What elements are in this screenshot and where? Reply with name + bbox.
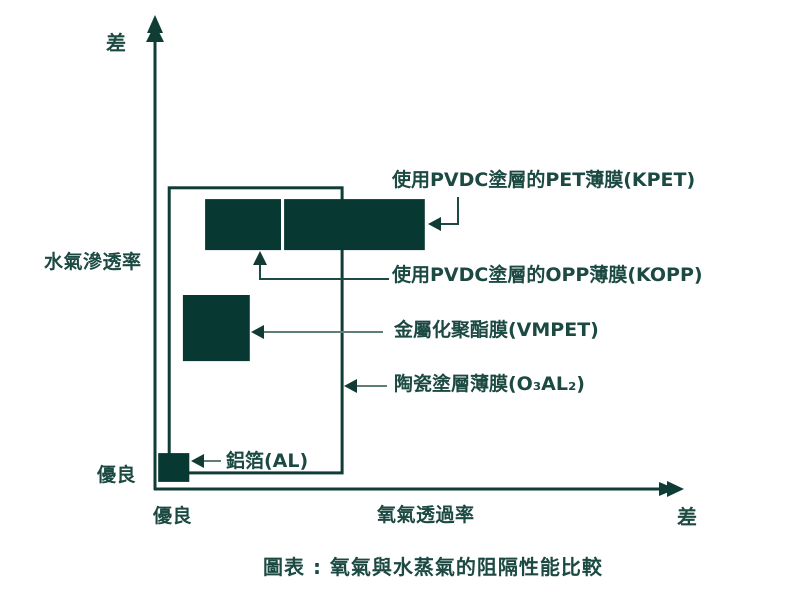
region-al xyxy=(158,453,190,482)
kopp-arrow-icon xyxy=(253,251,267,265)
region-o3al2 xyxy=(167,186,344,475)
material-regions xyxy=(158,186,425,482)
label-vmpet: 金屬化聚酯膜(VMPET) xyxy=(394,319,599,341)
y-axis-title: 水氣滲透率 xyxy=(44,251,142,273)
x-axis-arrowhead-inner xyxy=(659,482,676,496)
kopp-connector-line xyxy=(259,257,389,280)
o3al2-arrow-icon xyxy=(344,379,357,393)
region-vmpet xyxy=(182,295,250,362)
y-axis-arrowhead-lower xyxy=(146,24,164,42)
y-axis-bottom-label: 優良 xyxy=(97,464,137,486)
chart-caption: 圖表 : 氧氣與水蒸氣的阻隔性能比較 xyxy=(263,555,603,579)
al-arrow-icon xyxy=(191,454,204,468)
kpet-arrow-icon xyxy=(428,217,441,231)
x-axis-left-label: 優良 xyxy=(153,505,193,527)
x-axis-title: 氧氣透過率 xyxy=(377,504,475,526)
x-axis-right-label: 差 xyxy=(677,505,698,529)
kpet-connector-line xyxy=(433,197,459,225)
region-kpet xyxy=(284,199,425,251)
y-axis-top-label: 差 xyxy=(106,31,127,55)
label-al: 鋁箔(AL) xyxy=(226,450,309,472)
label-kpet: 使用PVDC塗層的PET薄膜(KPET) xyxy=(392,169,696,191)
annotation-connectors xyxy=(191,197,459,468)
vmpet-arrow-icon xyxy=(251,325,264,339)
label-o3al2: 陶瓷塗層薄膜(O₃AL₂) xyxy=(394,373,585,395)
axes xyxy=(146,15,684,497)
region-kopp xyxy=(205,199,281,251)
label-kopp: 使用PVDC塗層的OPP薄膜(KOPP) xyxy=(392,264,703,286)
